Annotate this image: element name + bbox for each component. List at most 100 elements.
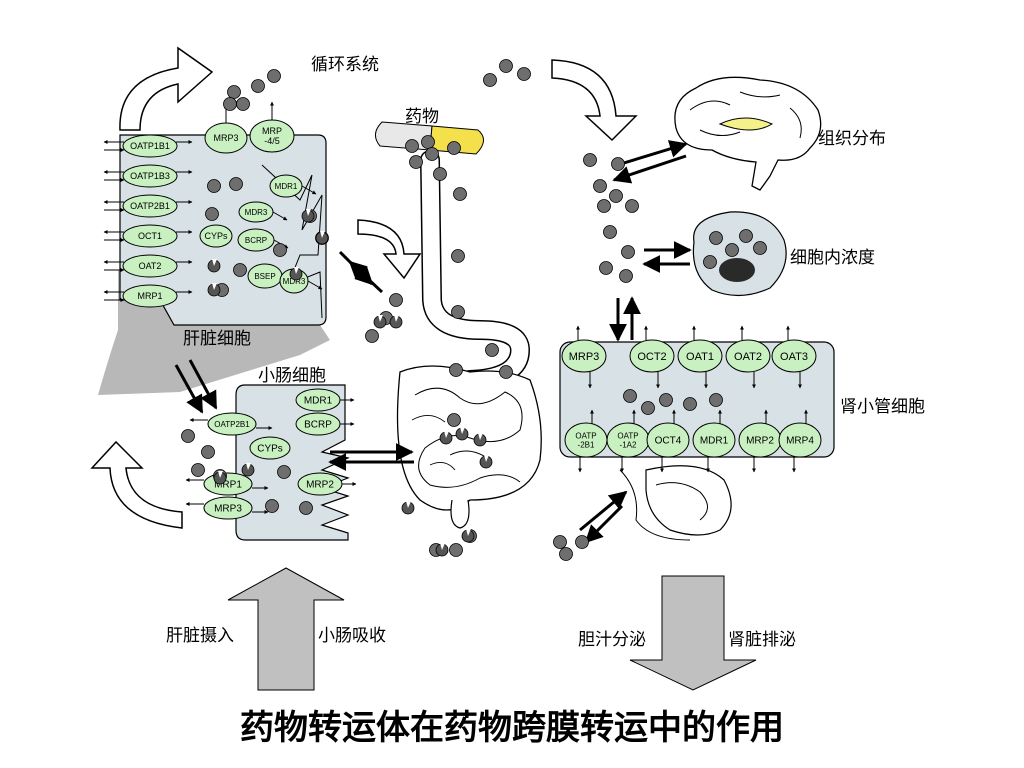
bound-drug: [373, 315, 387, 329]
drug-dot: [365, 329, 379, 343]
bound-drug: [455, 427, 469, 441]
uptake-block-arrow: [227, 567, 345, 691]
drug-dot: [447, 141, 461, 155]
intracellular-concentration-label: 细胞内浓度: [790, 248, 875, 268]
bound-drug: [315, 231, 329, 245]
drug-dot: [703, 255, 717, 269]
transporter-oct1: OCT1: [103, 224, 193, 248]
hepatic-uptake-label: 肝脏摄入: [166, 626, 234, 646]
svg-text:MRP1: MRP1: [214, 480, 242, 491]
svg-text:MRP: MRP: [262, 126, 282, 136]
svg-text:OCT4: OCT4: [655, 436, 682, 447]
drug-dot: [451, 305, 465, 319]
svg-text:MRP3: MRP3: [214, 504, 242, 515]
drug-dot: [709, 231, 723, 245]
bound-drug: [473, 433, 487, 447]
svg-text:MDR1: MDR1: [304, 396, 333, 407]
drug-dot: [625, 199, 639, 213]
drug-dot: [389, 293, 403, 307]
transporter-oat2: OAT2: [103, 254, 193, 278]
svg-text:MRP2: MRP2: [746, 436, 774, 447]
exchange-arrows: [174, 140, 692, 544]
transporter-oatp1a2: OATP-1A2: [606, 409, 650, 473]
svg-text:-4/5: -4/5: [264, 136, 280, 146]
drug-dot: [451, 249, 465, 263]
drug-dot: [405, 139, 419, 153]
transporter-mdr1: MDR1: [295, 388, 355, 412]
drug-dot: [236, 97, 250, 111]
drug-dot: [609, 189, 623, 203]
drug-dot: [201, 445, 215, 459]
svg-text:OATP1B3: OATP1B3: [130, 171, 170, 181]
enterocyte-label: 小肠细胞: [258, 366, 326, 386]
drug-dot: [483, 73, 497, 87]
bound-drug: [435, 543, 449, 557]
drug-dot: [223, 97, 237, 111]
bound-drug: [439, 431, 453, 445]
circulation-arrow-top-left: [119, 46, 214, 131]
drug-dot: [641, 401, 655, 415]
drug-dot: [753, 241, 767, 255]
svg-text:OCT2: OCT2: [637, 351, 666, 363]
intestinal-absorption-label: 小肠吸收: [318, 626, 386, 646]
svg-text:MRP2: MRP2: [306, 480, 334, 491]
bound-drug: [207, 283, 221, 297]
drug-dot: [205, 207, 219, 221]
transporter-mrp4: MRP4: [778, 409, 822, 473]
svg-text:OAT1: OAT1: [686, 351, 714, 363]
transporter-mdr1: MDR1: [692, 409, 736, 473]
svg-text:CYPs: CYPs: [257, 444, 283, 455]
drug-dot: [725, 243, 739, 257]
drug-dot: [621, 245, 635, 259]
transporter-mrp3: MRP3: [204, 104, 248, 154]
svg-text:CYPs: CYPs: [204, 231, 228, 241]
transporter-mrp3: MRP3: [185, 496, 269, 520]
svg-text:-2B1: -2B1: [578, 440, 595, 449]
drug-dot: [597, 199, 611, 213]
bound-drug: [461, 529, 475, 543]
drug-dot: [267, 69, 281, 83]
hepatocyte-label: 肝脏细胞: [183, 329, 251, 349]
drug-dot: [277, 465, 291, 479]
circulation-arrow-bottom-left: [90, 440, 183, 529]
svg-text:BCRP: BCRP: [245, 236, 267, 245]
svg-text:MDR3: MDR3: [283, 277, 306, 286]
drug-dot: [453, 187, 467, 201]
drug-dot: [433, 167, 447, 181]
transporter-oat2: OAT2: [725, 325, 771, 389]
transporter-oatp2b1: OATP-2B1: [564, 409, 608, 473]
svg-text:-1A2: -1A2: [620, 440, 637, 449]
transporter-mdr3: MDR3: [238, 201, 288, 223]
brain-icon: [674, 76, 822, 191]
bound-drug: [479, 455, 493, 469]
renal-tubular-cell-label: 肾小管细胞: [840, 397, 925, 417]
transporter-oatp2b1: OATP2B1: [189, 412, 273, 436]
transporter-bcrp: BCRP: [295, 412, 355, 436]
transporter-oatp1b1: OATP1B1: [103, 134, 193, 158]
svg-text:OATP: OATP: [575, 431, 596, 440]
svg-text:MDR1: MDR1: [275, 182, 298, 191]
transporter-cyps: CYPs: [199, 224, 233, 248]
drug-dot: [229, 177, 243, 191]
transporter-mrp1: MRP1: [103, 284, 193, 308]
bound-drug: [213, 471, 227, 485]
generic-cell-icon: [692, 211, 787, 297]
drug-dot: [425, 147, 439, 161]
circulation-arrow-top-right: [551, 59, 638, 142]
bound-drug: [389, 315, 403, 329]
transporter-mrp45: MRP-4/5: [249, 101, 295, 153]
drug-dot: [265, 499, 279, 513]
drug-dot: [593, 179, 607, 193]
drug-dot: [207, 179, 221, 193]
drug-dot: [739, 229, 753, 243]
circulation-label: 循环系统: [311, 55, 379, 75]
drug-dot: [449, 363, 463, 377]
svg-text:MDR3: MDR3: [245, 208, 268, 217]
svg-text:MRP3: MRP3: [213, 133, 238, 143]
bound-drug: [301, 209, 315, 223]
transporter-oatp1b3: OATP1B3: [103, 164, 193, 188]
drug-dot: [559, 547, 573, 561]
transporter-oat3: OAT3: [771, 325, 817, 389]
drug-dot: [499, 365, 513, 379]
